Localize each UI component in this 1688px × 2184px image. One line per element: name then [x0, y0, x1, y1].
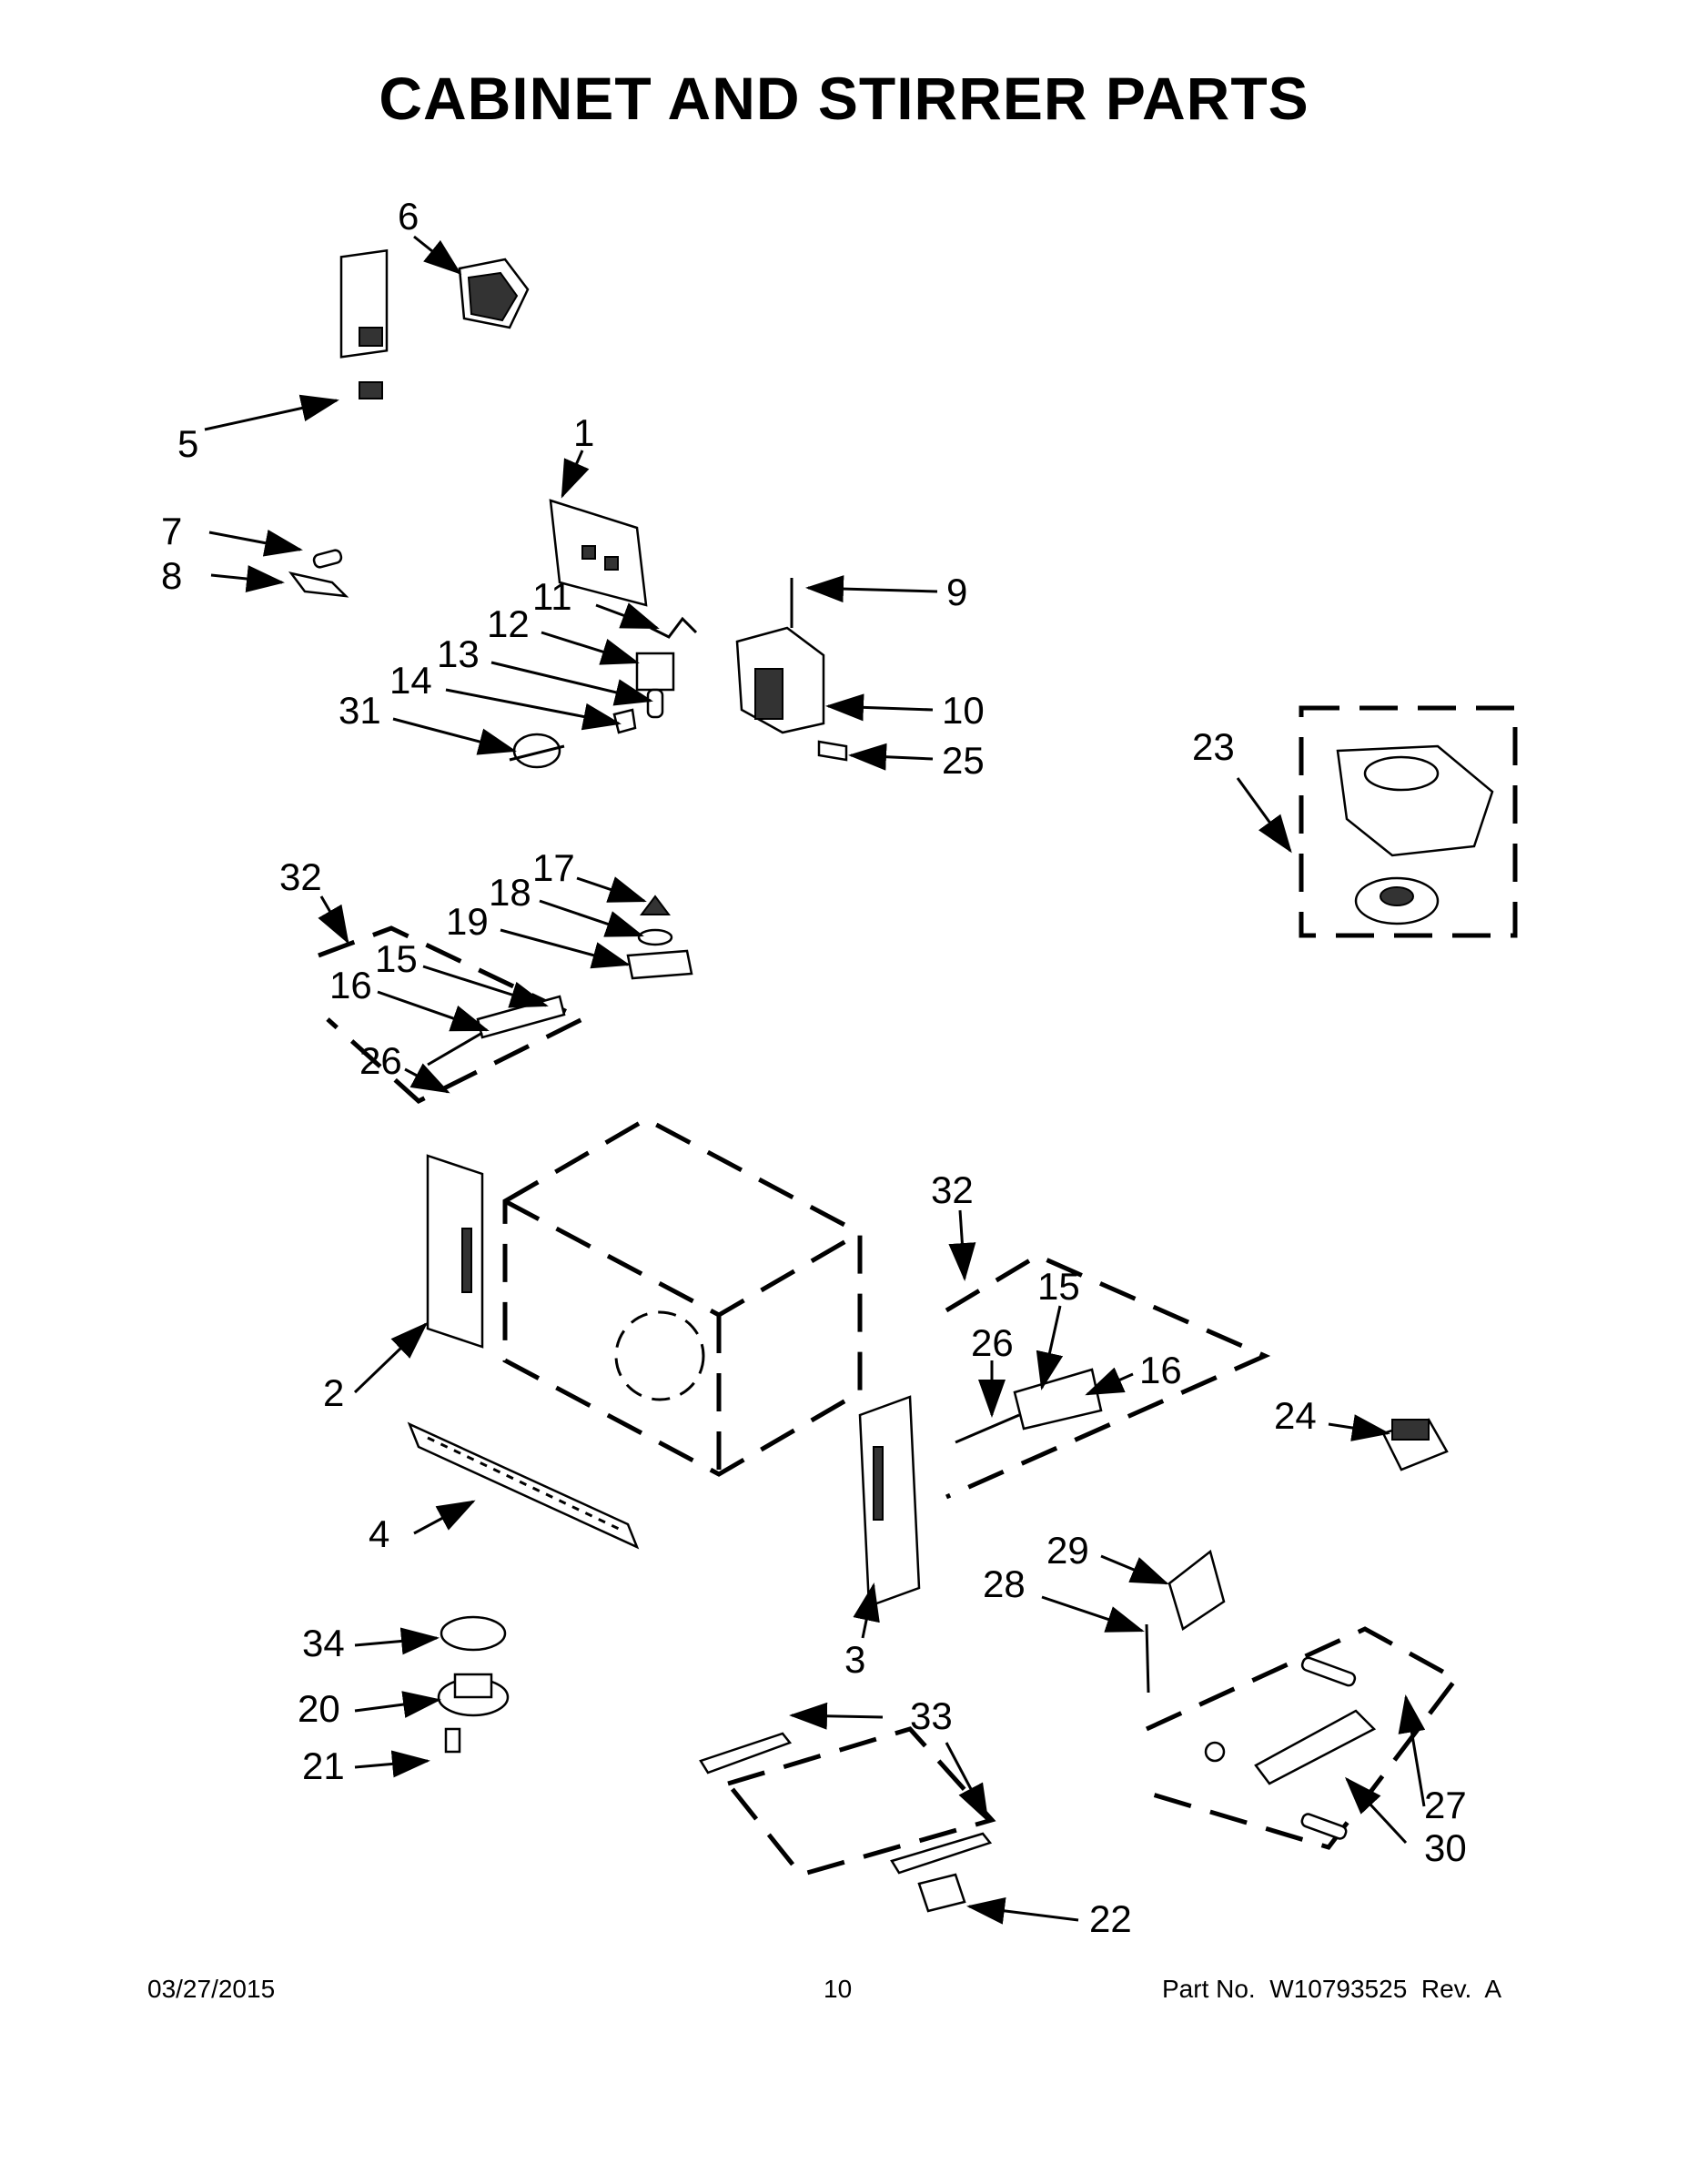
part-31-thermostat-icon — [509, 733, 565, 769]
part-18-washer-icon — [637, 928, 673, 946]
callout-26-right: 26 — [971, 1321, 1014, 1364]
callout-14: 14 — [389, 659, 432, 702]
rev-value: A — [1484, 1975, 1502, 2003]
part-27-30-drive-assembly-icon — [1145, 1626, 1460, 1850]
callout-9: 9 — [946, 571, 967, 613]
callout-16-right: 16 — [1139, 1349, 1182, 1391]
callout-8: 8 — [161, 554, 182, 597]
callout-1: 1 — [573, 411, 594, 454]
callout-21: 21 — [302, 1744, 345, 1787]
callout-27: 27 — [1424, 1784, 1467, 1826]
cabinet-outline-icon — [502, 1117, 863, 1477]
part-12-switch-icon — [635, 652, 675, 692]
part-11-wire-icon — [650, 616, 698, 639]
part-32-right-stirrer-group-icon — [945, 1253, 1271, 1500]
part-22-bracket-icon — [917, 1873, 966, 1913]
part-20-motor-icon — [437, 1673, 510, 1717]
callout-7: 7 — [161, 510, 182, 552]
callout-15: 15 — [375, 937, 418, 980]
callout-labels: 6 5 1 7 8 9 11 12 13 14 31 10 25 23 17 3… — [161, 195, 1467, 1940]
part-29-bracket-icon — [1167, 1549, 1226, 1631]
callout-23: 23 — [1192, 725, 1235, 768]
callout-25: 25 — [942, 739, 985, 782]
part-8-fuse-holder-icon — [288, 571, 349, 598]
rev-label: Rev. — [1420, 1975, 1472, 2003]
part-17-cap-icon — [640, 895, 671, 915]
callout-29: 29 — [1046, 1529, 1089, 1572]
part-21-screw-icon — [444, 1727, 461, 1754]
callout-3: 3 — [844, 1638, 865, 1681]
part-13-sensor-icon — [646, 688, 664, 719]
callout-22: 22 — [1089, 1897, 1132, 1940]
page-title: CABINET AND STIRRER PARTS — [379, 65, 1309, 132]
callout-19: 19 — [446, 900, 489, 943]
part-4-rail-icon — [407, 1421, 640, 1550]
callout-10: 10 — [942, 689, 985, 732]
callout-6: 6 — [398, 195, 419, 238]
part-33-tray-icon — [699, 1726, 996, 1877]
callout-4: 4 — [369, 1512, 389, 1555]
callout-18: 18 — [489, 871, 531, 914]
callout-13: 13 — [437, 632, 480, 675]
callout-33: 33 — [910, 1694, 953, 1737]
part-34-coupler-icon — [440, 1615, 507, 1652]
part-24-component-icon — [1381, 1418, 1449, 1471]
footer-page-number: 10 — [824, 1975, 853, 2003]
part-7-fuse-icon — [312, 549, 343, 569]
part-3-right-panel-icon — [858, 1395, 921, 1608]
part-no-label: Part No. — [1162, 1975, 1256, 2003]
part-6-housing-icon — [458, 258, 530, 329]
callout-26: 26 — [359, 1039, 402, 1082]
callout-30: 30 — [1424, 1826, 1467, 1869]
footer-part-info: Part No. W10793525 Rev. A — [1162, 1975, 1501, 2004]
callout-5: 5 — [177, 422, 198, 465]
footer-date: 03/27/2015 — [147, 1975, 276, 2003]
callout-15-right: 15 — [1037, 1265, 1080, 1308]
part-23-blower-assembly-icon — [1299, 705, 1518, 938]
callout-31: 31 — [339, 689, 381, 732]
part-10-transformer-icon — [735, 578, 825, 734]
callout-28: 28 — [983, 1562, 1026, 1605]
callout-11: 11 — [532, 575, 572, 618]
part-5-board-icon — [339, 248, 389, 399]
part-2-left-panel-icon — [426, 1154, 484, 1349]
callout-16: 16 — [329, 964, 372, 1006]
callout-32: 32 — [279, 855, 322, 898]
part-28-rod-icon — [1145, 1623, 1150, 1694]
part-1-control-board-icon — [549, 499, 648, 607]
callout-32-right: 32 — [931, 1168, 974, 1211]
part-no-value: W10793525 — [1269, 1975, 1408, 2003]
callout-17: 17 — [532, 846, 575, 889]
callout-20: 20 — [298, 1687, 340, 1730]
part-14-clip-icon — [612, 708, 637, 734]
leader-lines — [204, 235, 1426, 1925]
callout-24: 24 — [1274, 1394, 1317, 1437]
callout-2: 2 — [323, 1371, 344, 1414]
part-25-screw-icon — [817, 740, 848, 762]
part-32-upper-stirrer-group-icon — [318, 925, 588, 1104]
part-19-bracket-icon — [626, 949, 693, 980]
callout-12: 12 — [487, 602, 530, 645]
callout-34: 34 — [302, 1622, 345, 1664]
